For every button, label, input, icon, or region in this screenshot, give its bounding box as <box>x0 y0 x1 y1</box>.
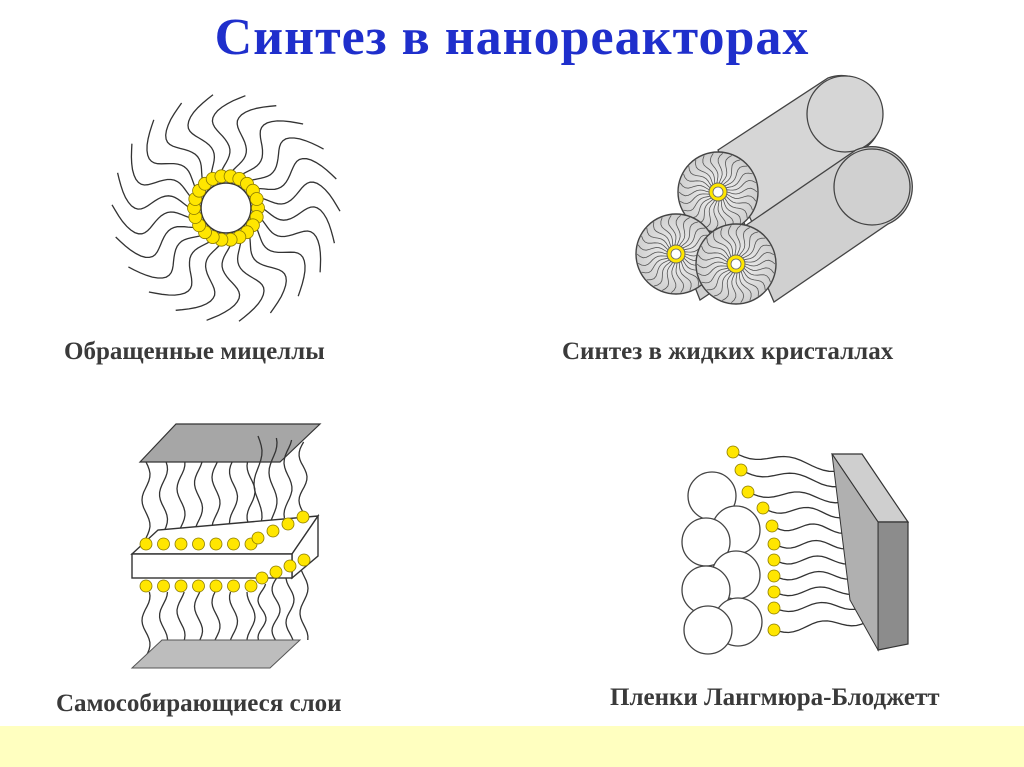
micelle-tail <box>211 95 246 173</box>
micelle-tail <box>230 105 277 173</box>
micelle-tail <box>249 137 324 182</box>
lb-head-group <box>741 485 755 499</box>
layer-tail <box>257 583 267 641</box>
layer-tail <box>193 461 204 539</box>
lb-head-group <box>767 623 781 637</box>
caption-reverse-micelles: Обращенные мицеллы <box>64 338 325 365</box>
layer-head-group <box>281 517 295 531</box>
micelle-tail <box>128 234 203 279</box>
lb-head-group <box>767 569 781 583</box>
layer-head-group <box>266 524 280 538</box>
layer-tail <box>141 591 151 665</box>
micelle-tail <box>255 227 306 297</box>
layer-tail <box>176 461 186 539</box>
lb-head-group <box>734 463 748 477</box>
layer-tail <box>253 435 263 533</box>
layer-tail <box>298 441 308 512</box>
micelle-tail <box>148 240 212 296</box>
layer-head-group <box>192 537 205 551</box>
cylinder-end-face <box>677 151 759 233</box>
footer-band <box>0 726 1024 767</box>
micelle-tail <box>260 217 322 273</box>
liquid-crystal-illustration <box>635 75 913 305</box>
micelle-tail <box>130 143 192 199</box>
caption-liquid-crystals: Синтез в жидких кристаллах <box>562 338 894 365</box>
layer-head-group <box>296 510 310 524</box>
lb-head-group <box>767 537 781 551</box>
micelle-tail <box>240 120 304 176</box>
layer-head-group <box>174 579 188 593</box>
reverse-micelle-illustration <box>111 94 341 322</box>
lb-tail <box>740 469 849 488</box>
lb-tail <box>773 601 869 613</box>
micelle-tail <box>260 181 341 212</box>
layer-tail <box>299 565 309 641</box>
micelle-tail <box>236 240 265 322</box>
micelle-tail <box>111 204 192 235</box>
lb-head-group <box>767 553 781 567</box>
langmuir-blodgett-illustration <box>681 445 910 655</box>
micelle-tail <box>116 172 191 210</box>
micelle-tail <box>146 119 197 189</box>
layer-head-group <box>227 537 240 551</box>
micelle-tail <box>248 235 287 314</box>
layer-head-group <box>174 537 188 551</box>
micelle-tail <box>165 102 204 181</box>
middle-substrate <box>131 553 293 579</box>
layer-head-group <box>269 565 283 579</box>
lb-water-molecule <box>683 605 733 655</box>
layer-tail <box>141 461 151 539</box>
layer-head-group <box>255 571 269 585</box>
layer-head-group <box>157 579 170 593</box>
layer-tail <box>271 577 281 641</box>
layer-head-group <box>244 579 258 593</box>
bottom-plate <box>130 639 302 669</box>
micelle-tail <box>175 243 222 311</box>
lb-head-group <box>767 601 781 615</box>
lb-head-group <box>726 445 740 459</box>
lb-tail <box>773 619 872 634</box>
micelle-tail <box>261 206 336 244</box>
layer-tail <box>285 571 295 641</box>
layer-tail <box>268 437 278 526</box>
lb-tail <box>762 506 854 519</box>
layer-head-group <box>209 579 223 593</box>
layer-head-group <box>157 537 170 551</box>
lb-head-group <box>765 519 779 533</box>
lb-tail <box>732 451 847 473</box>
lb-head-group <box>767 585 781 599</box>
micelle-tail <box>206 243 241 321</box>
self-assembled-layers-illustration <box>130 423 322 669</box>
micelle-core <box>200 182 252 234</box>
layer-head-group <box>251 531 265 545</box>
layer-head-group <box>227 579 240 593</box>
micelle-tail <box>256 157 337 191</box>
cylinder-end-face <box>695 223 777 305</box>
layer-head-group <box>209 537 223 551</box>
page-title: Синтез в нанореакторах <box>214 9 810 66</box>
lb-tail <box>747 491 852 504</box>
caption-self-assembled-layers: Самособирающиеся слои <box>56 690 342 717</box>
layer-head-group <box>139 537 153 551</box>
caption-langmuir-blodgett: Пленки Лангмюра-Блоджетт <box>610 684 940 711</box>
lb-head-group <box>756 501 770 515</box>
layer-tail <box>158 461 169 539</box>
top-plate <box>138 423 322 463</box>
layer-tail <box>283 439 293 519</box>
layer-head-group <box>283 559 297 573</box>
micelle-tail <box>187 94 216 176</box>
micelle-head-group <box>249 192 264 206</box>
layer-head-group <box>297 553 311 567</box>
layer-head-group <box>139 579 153 593</box>
micelle-tail <box>115 225 196 259</box>
layer-head-group <box>192 579 205 593</box>
